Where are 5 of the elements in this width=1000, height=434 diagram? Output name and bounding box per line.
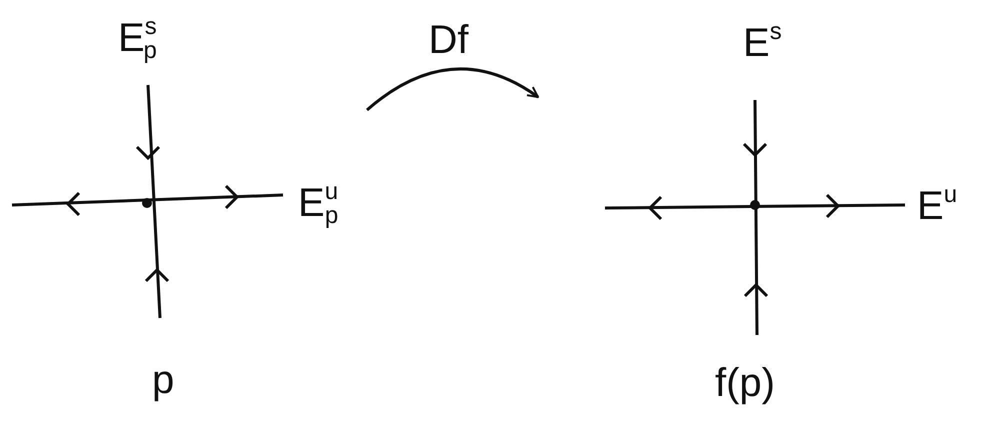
subspace-label: E$^{s}$ — [743, 20, 782, 63]
subspace-label: E$^{u}$ — [917, 183, 958, 226]
point-label: f(p) — [715, 363, 775, 403]
curved-arrow — [366, 68, 539, 112]
point-label: p — [152, 360, 174, 400]
